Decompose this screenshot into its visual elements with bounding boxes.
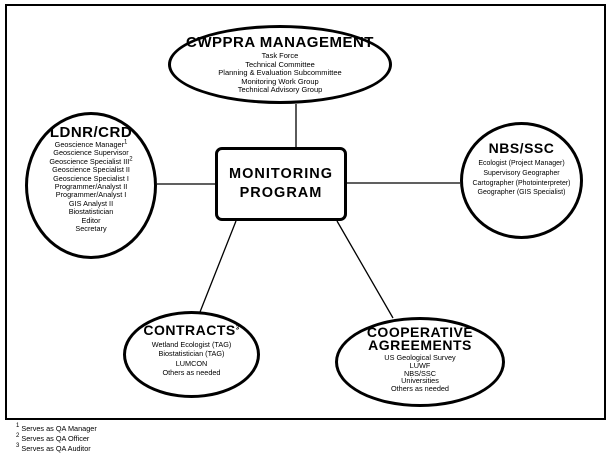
cwppra-management-node: CWPPRA MANAGEMENT Task Force Technical C…	[168, 25, 392, 104]
diagram-frame	[5, 4, 606, 420]
footnote-mark: 2	[129, 156, 133, 163]
ldnr-crd-node: LDNR/CRD Geoscience Manager1 Geoscience …	[25, 112, 157, 259]
cwppra-title: CWPPRA MANAGEMENT	[186, 34, 374, 51]
ldnr-item: Programmer/Analyst II	[54, 182, 128, 192]
contracts-title: CONTRACTS3	[143, 322, 240, 338]
monitoring-program-box: MONITORING PROGRAM	[215, 147, 347, 221]
nbs-item: Supervisory Geographer	[483, 169, 560, 177]
cwppra-item: Technical Committee	[245, 59, 315, 69]
coop-item: LUWF	[409, 360, 431, 370]
contracts-item: Biostatistician (TAG)	[158, 349, 225, 359]
nbs-item: Geographer (GIS Specialist)	[477, 189, 566, 197]
coop-item: US Geological Survey	[384, 353, 456, 362]
ldnr-item: Geoscience Supervisor	[53, 148, 129, 158]
footnote-mark: 1	[124, 139, 128, 146]
center-line-1: MONITORING	[229, 166, 333, 182]
connector-contracts	[199, 220, 237, 313]
coop-item: NBS/SSC	[403, 368, 437, 378]
ldnr-item: Geoscience Specialist III2	[49, 156, 133, 166]
footnote-mark: 3	[235, 325, 240, 332]
coop-item: Universities	[401, 376, 439, 386]
ldnr-item: Programmer/Analyst I	[55, 190, 127, 200]
cwppra-item: Technical Advisory Group	[237, 85, 323, 95]
ldnr-item: Secretary	[75, 224, 107, 234]
ldnr-item: Biostatistician	[68, 207, 114, 217]
ldnr-item: Geoscience Manager1	[54, 139, 128, 149]
ldnr-title: LDNR/CRD	[49, 124, 133, 141]
nbs-item: Ecologist (Project Manager)	[478, 160, 565, 167]
connector-coop	[336, 220, 394, 319]
contracts-item: LUMCON	[175, 358, 208, 368]
ldnr-item: GIS Analyst II	[68, 198, 114, 208]
contracts-item: Wetland Ecologist (TAG)	[151, 340, 232, 349]
nbs-title: NBS/SSC	[488, 140, 555, 156]
contracts-item: Others as needed	[162, 368, 221, 378]
cwppra-item: Planning & Evaluation Subcommittee	[218, 68, 342, 78]
ldnr-item: Geoscience Specialist II	[52, 165, 130, 175]
cwppra-item: Monitoring Work Group	[241, 76, 319, 86]
nbs-item: Cartographer (Photointerpreter)	[472, 179, 571, 187]
cwppra-item: Task Force	[261, 51, 299, 60]
center-line-2: PROGRAM	[239, 185, 323, 201]
ldnr-item: Editor	[81, 215, 101, 225]
nbs-ssc-node: NBS/SSC Ecologist (Project Manager) Supe…	[460, 122, 583, 239]
contracts-node: CONTRACTS3 Wetland Ecologist (TAG) Biost…	[123, 311, 260, 398]
ldnr-item: Geoscience Specialist I	[53, 173, 129, 183]
coop-item: Others as needed	[390, 384, 449, 394]
